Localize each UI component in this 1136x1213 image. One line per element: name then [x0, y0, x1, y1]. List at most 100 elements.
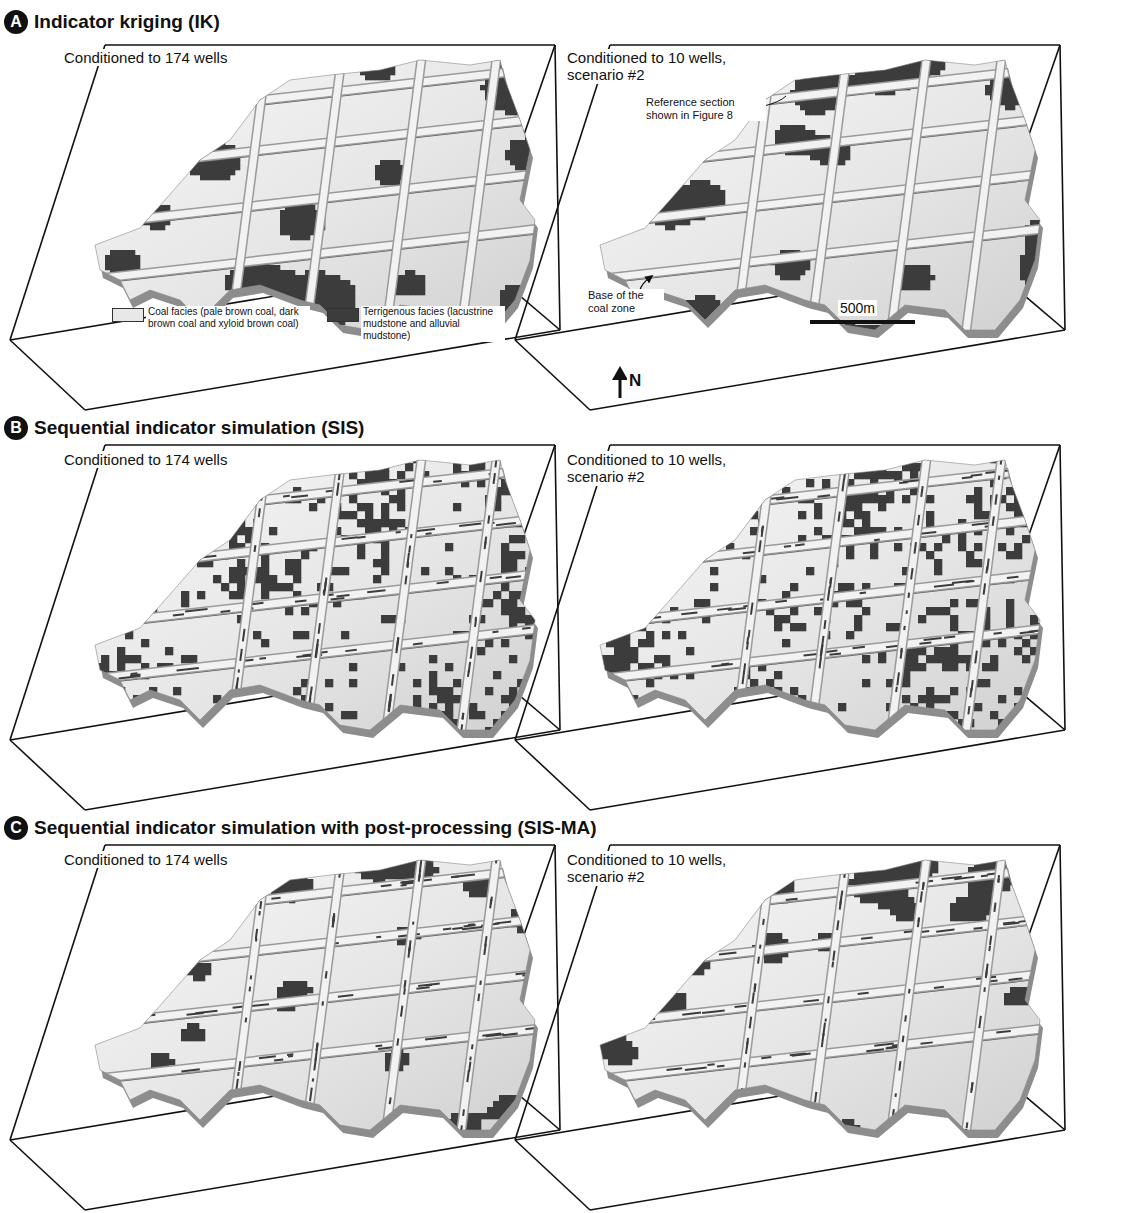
terrigenous-cell	[275, 285, 280, 290]
terrigenous-cell	[710, 305, 715, 310]
terrigenous-cell	[930, 70, 935, 75]
terrigenous-cell	[477, 455, 485, 463]
terrigenous-cell	[695, 180, 700, 185]
terrigenous-cell	[530, 65, 535, 70]
terrigenous-cell	[509, 687, 517, 695]
terrigenous-cell	[715, 200, 720, 205]
terrigenous-cell	[385, 160, 390, 165]
terrigenous-cell	[540, 155, 545, 160]
terrigenous-cell	[530, 80, 535, 85]
terrigenous-cell	[785, 125, 790, 130]
terrigenous-cell	[315, 325, 320, 330]
terrigenous-cell	[335, 275, 340, 280]
terrigenous-cell	[105, 255, 110, 260]
terrigenous-cell	[173, 495, 181, 503]
terrigenous-cell	[390, 165, 395, 170]
terrigenous-cell	[1045, 265, 1050, 270]
terrigenous-cell	[725, 310, 730, 315]
terrigenous-cell	[280, 300, 285, 305]
terrigenous-cell	[225, 280, 230, 285]
terrigenous-cell	[160, 225, 165, 230]
terrigenous-cell	[775, 265, 780, 270]
terrigenous-cell	[245, 295, 250, 300]
terrigenous-cell	[380, 75, 385, 80]
terrigenous-cell	[685, 220, 690, 225]
terrigenous-cell	[985, 85, 990, 90]
terrigenous-cell	[469, 711, 477, 719]
terrigenous-cell	[690, 200, 695, 205]
terrigenous-cell	[290, 215, 295, 220]
terrigenous-cell	[830, 335, 835, 340]
terrigenous-cell	[515, 90, 520, 95]
terrigenous-cell	[805, 105, 810, 110]
terrigenous-cell	[515, 145, 520, 150]
terrigenous-cell	[685, 310, 690, 315]
terrigenous-cell	[1025, 255, 1030, 260]
terrigenous-cell	[149, 591, 157, 599]
terrigenous-cell	[240, 290, 245, 295]
terrigenous-cell	[205, 130, 210, 135]
terrigenous-cell	[1040, 270, 1045, 275]
terrigenous-cell	[800, 105, 805, 110]
terrigenous-cell	[525, 85, 530, 90]
terrigenous-cell	[800, 125, 805, 130]
terrigenous-cell	[180, 130, 185, 135]
terrigenous-cell	[660, 190, 665, 195]
terrigenous-cell	[895, 55, 900, 60]
terrigenous-cell	[890, 60, 895, 65]
terrigenous-cell	[500, 295, 505, 300]
terrigenous-cell	[220, 140, 225, 145]
terrigenous-cell	[190, 160, 195, 165]
terrigenous-cell	[461, 735, 469, 743]
terrigenous-cell	[705, 90, 710, 95]
terrigenous-cell	[340, 285, 345, 290]
terrigenous-cell	[125, 607, 133, 615]
terrigenous-cell	[229, 567, 237, 575]
terrigenous-cell	[285, 275, 290, 280]
terrigenous-cell	[1030, 240, 1035, 245]
terrigenous-cell	[820, 100, 825, 105]
terrigenous-cell	[189, 655, 197, 663]
terrigenous-cell	[1045, 250, 1050, 255]
terrigenous-cell	[540, 85, 545, 90]
terrigenous-cell	[389, 519, 397, 527]
terrigenous-cell	[775, 130, 780, 135]
terrigenous-cell	[500, 80, 505, 85]
terrigenous-cell	[700, 320, 705, 325]
terrigenous-cell	[285, 583, 293, 591]
terrigenous-cell	[349, 711, 357, 719]
terrigenous-cell	[800, 265, 805, 270]
terrigenous-cell	[715, 310, 720, 315]
terrigenous-cell	[509, 703, 517, 711]
terrigenous-cell	[810, 80, 815, 85]
terrigenous-cell	[117, 607, 125, 615]
fence-section-face	[85, 468, 545, 520]
terrigenous-cell	[820, 80, 825, 85]
terrigenous-cell	[665, 205, 670, 210]
terrigenous-cell	[525, 100, 530, 105]
terrigenous-cell	[525, 70, 530, 75]
terrigenous-cell	[860, 65, 865, 70]
terrigenous-cell	[790, 135, 795, 140]
terrigenous-cell	[515, 150, 520, 155]
terrigenous-cell	[480, 85, 485, 90]
terrigenous-cell	[680, 320, 685, 325]
terrigenous-cell	[310, 220, 315, 225]
terrigenous-cell	[520, 300, 525, 305]
terrigenous-cell	[540, 70, 545, 75]
terrigenous-cell	[265, 290, 270, 295]
terrigenous-cell	[155, 135, 160, 140]
terrigenous-cell	[835, 325, 840, 330]
terrigenous-cell	[245, 280, 250, 285]
terrigenous-cell	[875, 335, 880, 340]
terrigenous-cell	[1030, 220, 1035, 225]
terrigenous-cell	[515, 310, 520, 315]
terrigenous-cell	[875, 60, 880, 65]
terrigenous-cell	[335, 280, 340, 285]
terrigenous-cell	[315, 320, 320, 325]
terrigenous-cell	[220, 165, 225, 170]
terrigenous-cell	[501, 551, 509, 559]
terrigenous-cell	[429, 687, 437, 695]
